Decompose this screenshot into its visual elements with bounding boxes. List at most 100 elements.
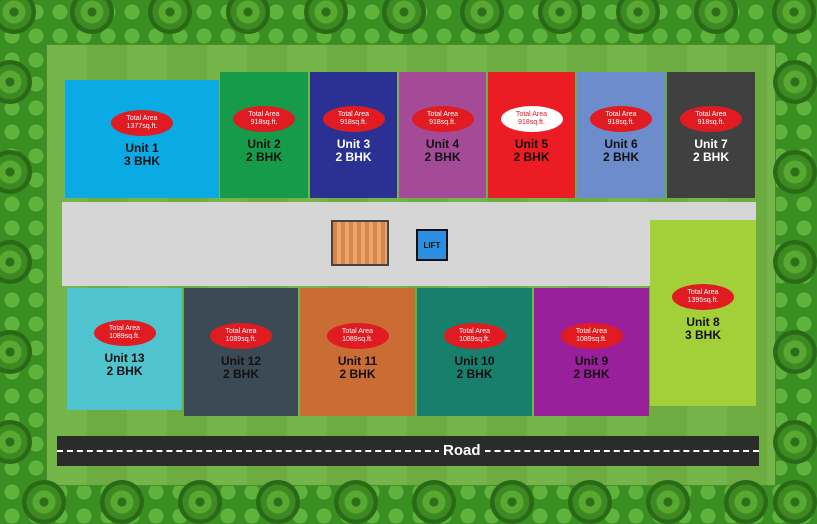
tree-icon — [616, 0, 660, 34]
tree-icon — [148, 0, 192, 34]
area-badge-label: Total Area — [108, 325, 141, 332]
tree-icon — [490, 480, 534, 524]
tree-icon — [22, 480, 66, 524]
tree-icon — [256, 480, 300, 524]
unit-type: 2 BHK — [335, 150, 372, 164]
tree-icon — [646, 480, 690, 524]
unit-type: 3 BHK — [684, 328, 721, 342]
unit-type: 2 BHK — [602, 150, 639, 164]
unit-name: Unit 9 — [574, 354, 609, 368]
lift: LIFT — [416, 229, 448, 261]
area-badge-label: Total Area — [341, 328, 374, 335]
tree-icon — [568, 480, 612, 524]
tree-icon — [773, 240, 817, 284]
tree-icon — [773, 420, 817, 464]
unit-type: 3 BHK — [123, 154, 160, 168]
tree-icon — [773, 480, 817, 524]
area-badge-value: 1395sq.ft. — [687, 297, 719, 304]
area-badge-label: Total Area — [426, 111, 459, 118]
staircase — [331, 220, 389, 266]
tree-icon — [226, 0, 270, 34]
unit-name: Unit 4 — [425, 137, 460, 151]
area-badge-label: Total Area — [458, 328, 491, 335]
area-badge-label: Total Area — [605, 111, 637, 118]
tree-icon — [724, 480, 768, 524]
area-badge-value: 1089sq.ft. — [109, 333, 140, 340]
lift-label: LIFT — [423, 240, 441, 250]
unit-type: 2 BHK — [222, 367, 259, 381]
area-badge-value: 1089sq.ft. — [225, 336, 257, 343]
tree-icon — [772, 0, 816, 34]
unit-type: 2 BHK — [456, 367, 493, 381]
road-label: Road — [439, 442, 485, 460]
unit-type: 2 BHK — [692, 150, 729, 164]
unit-name: Unit 12 — [220, 354, 261, 368]
unit-name: Unit 3 — [336, 137, 371, 151]
area-badge-label: Total Area — [687, 289, 719, 296]
unit-type: 2 BHK — [513, 150, 550, 164]
tree-icon — [538, 0, 582, 34]
tree-icon — [773, 330, 817, 374]
tree-icon — [304, 0, 348, 34]
area-badge-value: 918sq.ft. — [429, 119, 456, 126]
area-badge-value: 918sq.ft. — [697, 119, 725, 126]
tree-icon — [694, 0, 738, 34]
road: Road — [57, 436, 759, 466]
area-badge-label: Total Area — [695, 111, 727, 118]
area-badge-value: 1089sq.ft. — [342, 336, 373, 343]
area-badge-value: 918sq.ft. — [607, 119, 635, 126]
area-badge-value: 1377sq.ft. — [126, 123, 158, 130]
tree-icon — [334, 480, 378, 524]
unit-name: Unit 5 — [514, 137, 549, 151]
unit-name: Unit 11 — [337, 354, 378, 368]
tree-icon — [382, 0, 426, 34]
unit-type: 2 BHK — [573, 367, 610, 381]
unit-name: Unit 7 — [694, 137, 728, 151]
unit-type: 2 BHK — [245, 150, 282, 164]
unit-type: 2 BHK — [424, 150, 461, 164]
tree-icon — [773, 150, 817, 194]
corridor — [62, 202, 756, 286]
tree-icon — [100, 480, 144, 524]
area-badge-label: Total Area — [225, 328, 257, 335]
area-badge-label: Total Area — [126, 115, 158, 122]
area-badge-value: 1089sq.ft. — [576, 336, 607, 343]
area-badge-label: Total Area — [575, 328, 608, 335]
tree-icon — [412, 480, 456, 524]
unit-name: Unit 13 — [104, 351, 145, 365]
area-badge-value: 918sq.ft. — [250, 119, 278, 126]
area-badge-value: 918sq.ft. — [340, 119, 367, 126]
area-badge-label: Total Area — [248, 111, 280, 118]
unit-name: Unit 1 — [125, 141, 159, 155]
unit-name: Unit 6 — [604, 137, 638, 151]
area-badge-value: 918sq.ft. — [518, 119, 545, 126]
unit-type: 2 BHK — [106, 364, 143, 378]
area-badge-label: Total Area — [337, 111, 370, 118]
tree-icon — [460, 0, 504, 34]
unit-name: Unit 8 — [686, 315, 720, 329]
